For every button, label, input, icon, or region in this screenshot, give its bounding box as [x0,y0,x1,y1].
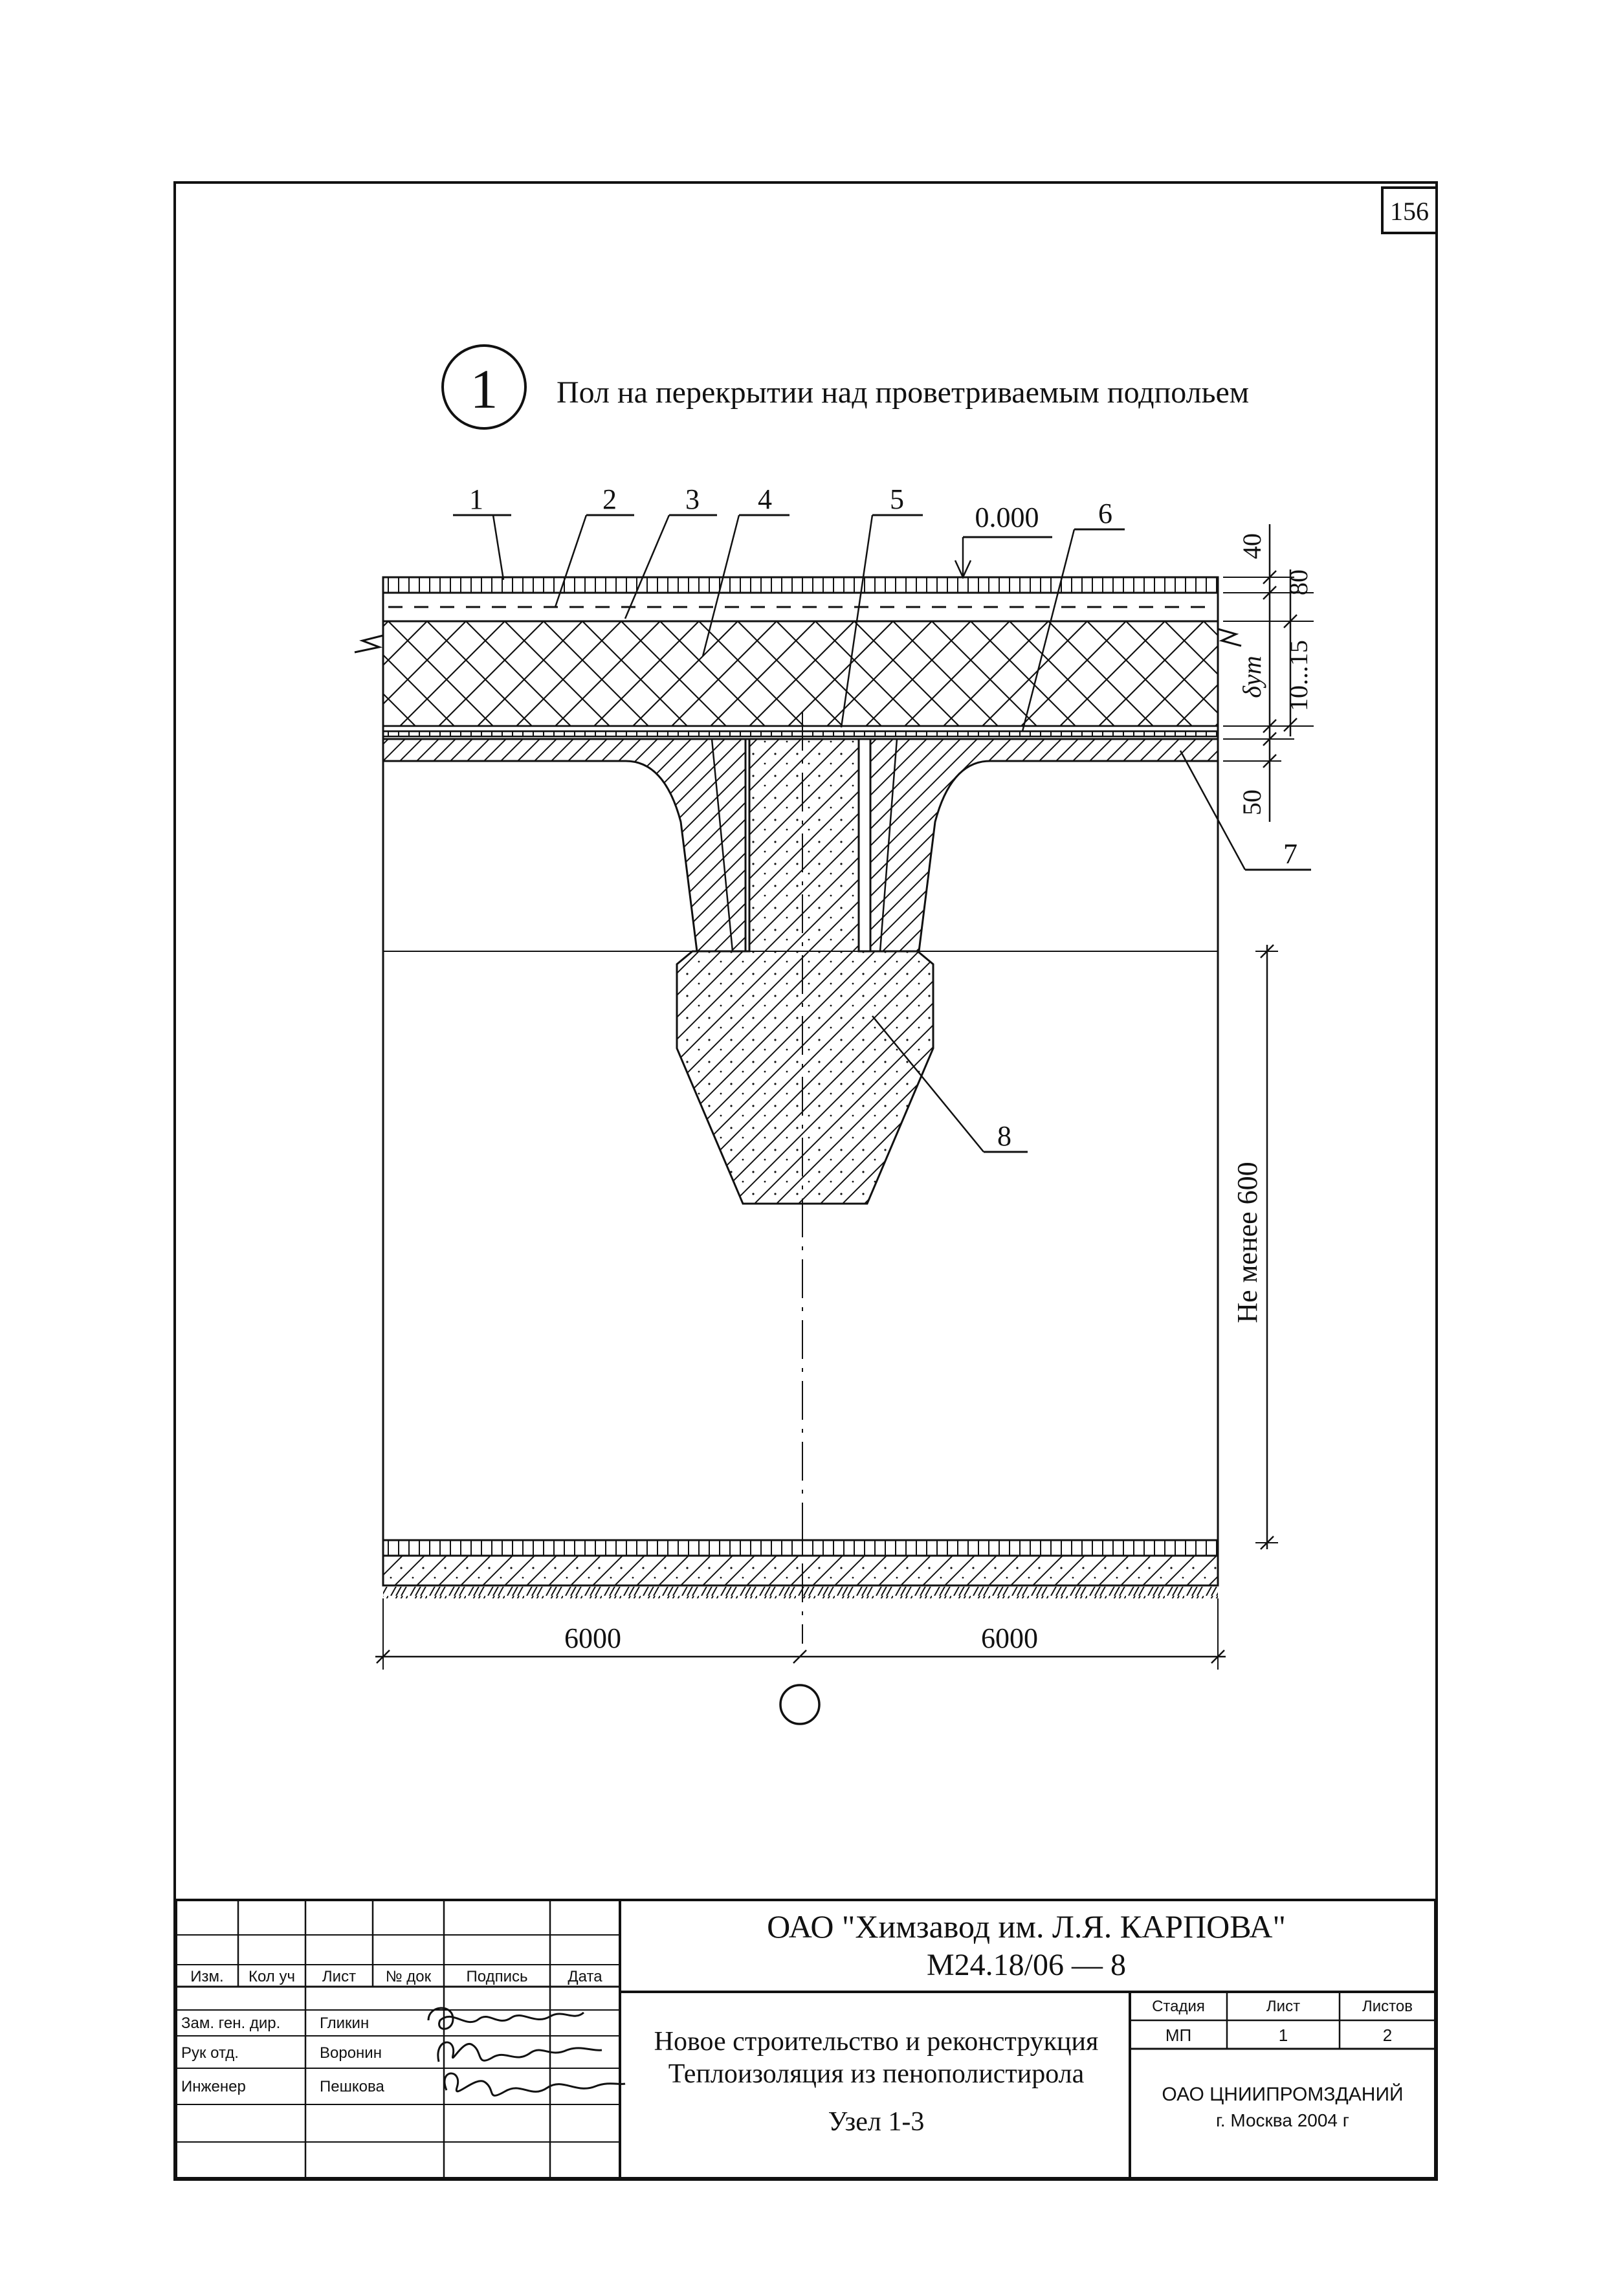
axis-bubble [779,1684,821,1725]
hdr-podpis: Подпись [467,1968,528,1985]
role-1: Рук отд. [181,2044,239,2062]
hdr-izm: Изм. [190,1968,223,1985]
stage-val-listov: 2 [1383,2026,1392,2045]
callout-5: 5 [890,483,904,515]
dim-80: 80 [1284,569,1313,595]
callout-2: 2 [602,483,617,515]
break-mark-left [354,634,384,654]
hdr-ndoc: № док [386,1968,432,1985]
callout-4: 4 [758,483,772,515]
dim-10-15: 10...15 [1284,640,1313,711]
callout-1: 1 [469,483,483,515]
callouts: 1 2 3 4 5 0.000 6 7 8 [453,483,1311,1153]
role-0: Зам. ген. дир. [181,2015,280,2032]
signature-marks [427,2007,626,2097]
dim-40: 40 [1237,533,1266,559]
name-2: Пешкова [320,2078,384,2095]
stage-hdr-listov: Листов [1362,1998,1413,2015]
stage-val-stadiya: МП [1165,2026,1191,2045]
hdr-data: Дата [568,1968,602,1985]
role-2: Инженер [181,2078,246,2095]
ground-screed-layer [382,1554,1219,1587]
detail-marker-circle [441,344,527,430]
org-name: ОАО "Химзавод им. Л.Я. КАРПОВА" [767,1908,1286,1945]
callout-6: 6 [1098,498,1112,529]
dim-50: 50 [1237,789,1266,815]
layer-vapour-barrier [382,730,1219,738]
name-0: Гликин [320,2015,369,2032]
desc-line-2: Теплоизоляция из пенополистирола [668,2059,1085,2089]
title-block: Изм. Кол уч Лист № док Подпись Дата Зам.… [175,1899,1437,2180]
sheet-number-box: 156 [1381,186,1438,234]
company-name: ОАО ЦНИИПРОМЗДАНИЙ [1162,2083,1403,2105]
desc-line-1: Новое строительство и реконструкция [654,2027,1099,2057]
dim-insulation: δут [1237,656,1266,698]
level-zero: 0.000 [975,502,1039,533]
stage-hdr-stadiya: Стадия [1152,1998,1205,2015]
callout-7: 7 [1283,838,1297,870]
dim-span-right: 6000 [981,1622,1038,1654]
hdr-list: Лист [322,1968,356,1985]
sheet-number: 156 [1390,197,1429,226]
detail-marker-number: 1 [470,358,498,420]
slab-with-ribs [382,738,1219,953]
detail-title: Пол на перекрытии над проветриваемым под… [557,375,1249,410]
ground-tile-layer [382,1539,1219,1557]
stage-val-list: 1 [1279,2026,1288,2045]
doc-code: М24.18/06 — 8 [927,1948,1126,1982]
break-mark-right [1217,628,1242,647]
callout-3: 3 [685,483,700,515]
stage-hdr-list: Лист [1266,1998,1300,2015]
company-city: г. Москва 2004 г [1216,2110,1349,2130]
detail-header: 1 Пол на перекрытии над проветриваемым п… [441,344,1249,430]
floor-section-drawing [354,576,1242,1725]
layer-floor-finish [382,576,1219,594]
layer-insulation [382,620,1219,727]
dim-span-left: 6000 [564,1622,621,1654]
dimensions: 40 80 δут 10...15 50 Не менее 600 6000 6… [375,524,1314,1670]
rib-insert-right [879,738,898,952]
hdr-kol-uch: Кол уч [248,1968,295,1985]
dim-not-less-600: Не менее 600 [1231,1162,1263,1323]
callout-8: 8 [997,1120,1011,1152]
name-1: Воронин [320,2044,382,2062]
desc-line-3: Узел 1-3 [828,2107,925,2137]
rib-insert-left [711,738,734,952]
ground-soil-hatch [383,1587,1218,1598]
